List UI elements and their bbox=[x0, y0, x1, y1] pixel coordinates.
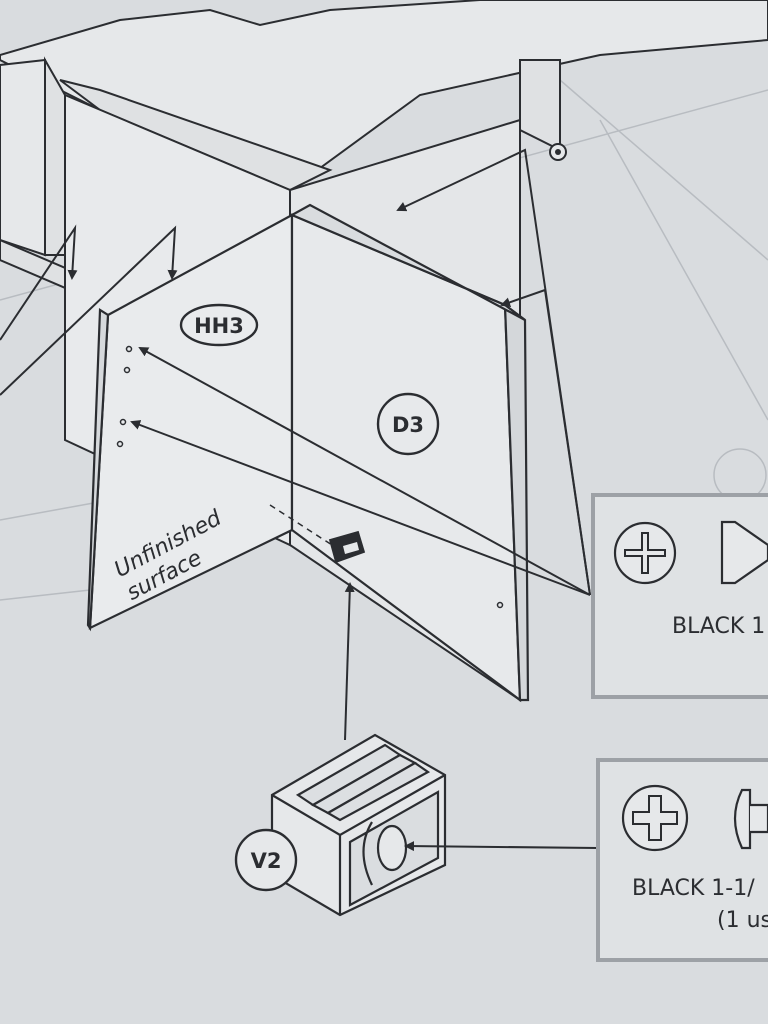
v2-label: V2 bbox=[251, 849, 282, 873]
hh3-badge bbox=[179, 303, 259, 347]
screw-box-bottom-caption-2: (1 us bbox=[717, 908, 768, 933]
phillips-head-icon bbox=[613, 521, 677, 585]
v2-block bbox=[270, 733, 447, 917]
panel-hh3-holes bbox=[116, 345, 133, 448]
hh3-label: HH3 bbox=[194, 314, 244, 338]
phillips-cross-2 bbox=[632, 795, 678, 841]
phillips-head-icon-2 bbox=[621, 784, 689, 852]
pan-head-screw-icon bbox=[733, 788, 752, 850]
panel-d3 bbox=[289, 203, 530, 703]
frame-bolt-inner bbox=[555, 149, 561, 155]
screw-box-top-caption: BLACK 1 bbox=[672, 614, 765, 639]
d3-label: D3 bbox=[392, 413, 424, 437]
screw-box-bottom: BLACK 1-1/ (1 us bbox=[596, 758, 768, 962]
dowel-guide-line bbox=[269, 504, 333, 546]
screw-box-top: BLACK 1 bbox=[591, 493, 768, 699]
flat-head-screw-icon bbox=[720, 520, 768, 585]
pointer-arrows bbox=[0, 148, 599, 852]
panel-d3-hole bbox=[496, 601, 504, 609]
phillips-cross bbox=[624, 532, 666, 574]
screw-box-bottom-caption-1: BLACK 1-1/ bbox=[632, 876, 755, 901]
d3-badge bbox=[376, 392, 440, 456]
small-connector bbox=[328, 530, 366, 564]
v2-badge bbox=[234, 828, 298, 892]
